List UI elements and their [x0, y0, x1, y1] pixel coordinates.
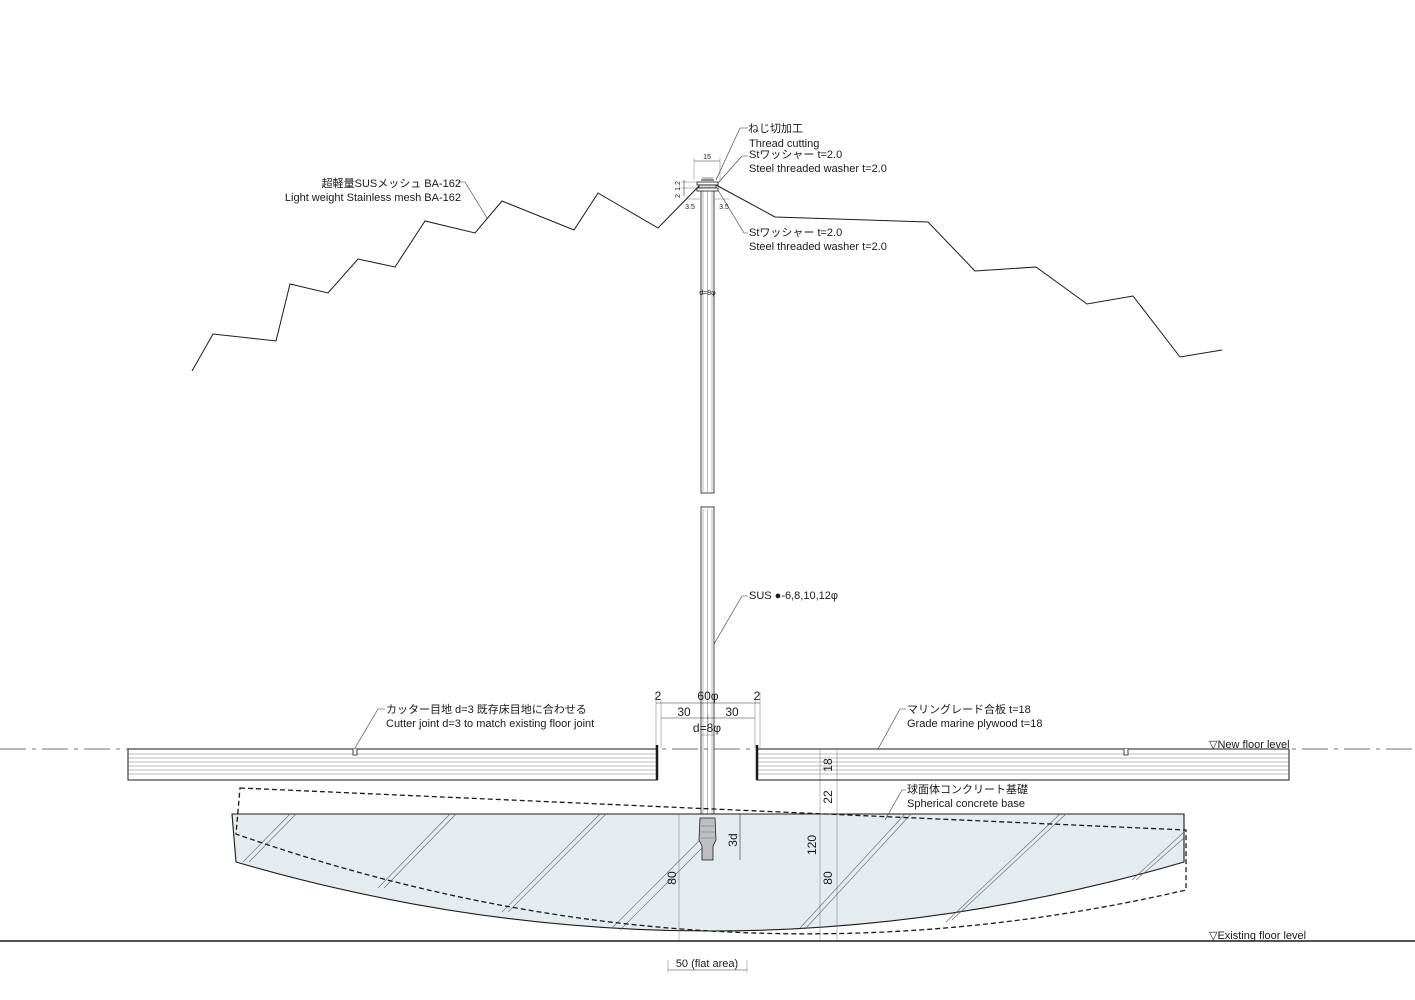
dim-hole-right-gap: 2 [754, 689, 761, 703]
note-mesh-en: Light weight Stainless mesh BA-162 [285, 192, 461, 204]
dim-base-lower-right: 80 [821, 871, 835, 885]
dim-gap-left: 3.5 [685, 204, 695, 211]
plywood-floor [127, 745, 1290, 781]
dim-hole-left-gap: 2 [655, 689, 662, 703]
mesh-right [715, 184, 1223, 358]
note-thread-jp: ねじ切加工 [748, 122, 803, 135]
dim-half-right: 30 [725, 705, 739, 719]
dim-top-width: 15 [703, 154, 711, 161]
note-washer-bot-en: Steel threaded washer t=2.0 [749, 241, 887, 253]
dim-flat-area: 50 (flat area) [676, 958, 738, 970]
label-existing-floor: ▽Existing floor level [1209, 930, 1306, 942]
washer-assembly [696, 177, 719, 192]
dim-base-height: 120 [805, 835, 819, 855]
dim-hole-diam: 60φ [697, 689, 718, 703]
note-cutter-en: Cutter joint d=3 to match existing floor… [386, 718, 594, 730]
dim-base-offset: 22 [821, 790, 835, 804]
mesh-left [191, 184, 701, 372]
dim-gap-right: 3.5 [719, 204, 729, 211]
note-washer-top-jp: Stワッシャー t=2.0 [749, 149, 842, 161]
dim-embed-depth: 3d [726, 833, 740, 846]
dim-rod-diam-bottom: d=8φ [693, 721, 721, 735]
anchor-socket [698, 817, 717, 861]
dim-washer-h2: 1.2 [675, 181, 682, 191]
note-plywood-en: Grade marine plywood t=18 [907, 718, 1042, 730]
dim-washer-h1: 2 [675, 194, 682, 198]
note-washer-bot-jp: Stワッシャー t=2.0 [749, 227, 842, 239]
note-washer-top-en: Steel threaded washer t=2.0 [749, 163, 887, 175]
note-thread-en: Thread cutting [749, 138, 819, 150]
note-cutter-jp: カッター目地 d=3 既存床目地に合わせる [386, 702, 587, 716]
dim-plywood-thk: 18 [821, 758, 835, 772]
dim-half-left: 30 [677, 705, 691, 719]
dim-base-lower-left: 80 [665, 871, 679, 885]
note-base-en: Spherical concrete base [907, 798, 1025, 810]
stainless-rod [700, 187, 715, 853]
spherical-concrete-base [231, 787, 1187, 935]
note-base-jp: 球面体コンクリート基礎 [907, 782, 1028, 796]
label-new-floor: ▽New floor level [1209, 739, 1290, 751]
note-mesh-jp: 超軽量SUSメッシュ BA-162 [322, 176, 461, 190]
note-plywood-jp: マリングレード合板 t=18 [907, 702, 1031, 716]
dim-rod-diam-mid: d=8φ [699, 290, 716, 297]
note-rod-spec: SUS ●-6,8,10,12φ [749, 590, 838, 602]
